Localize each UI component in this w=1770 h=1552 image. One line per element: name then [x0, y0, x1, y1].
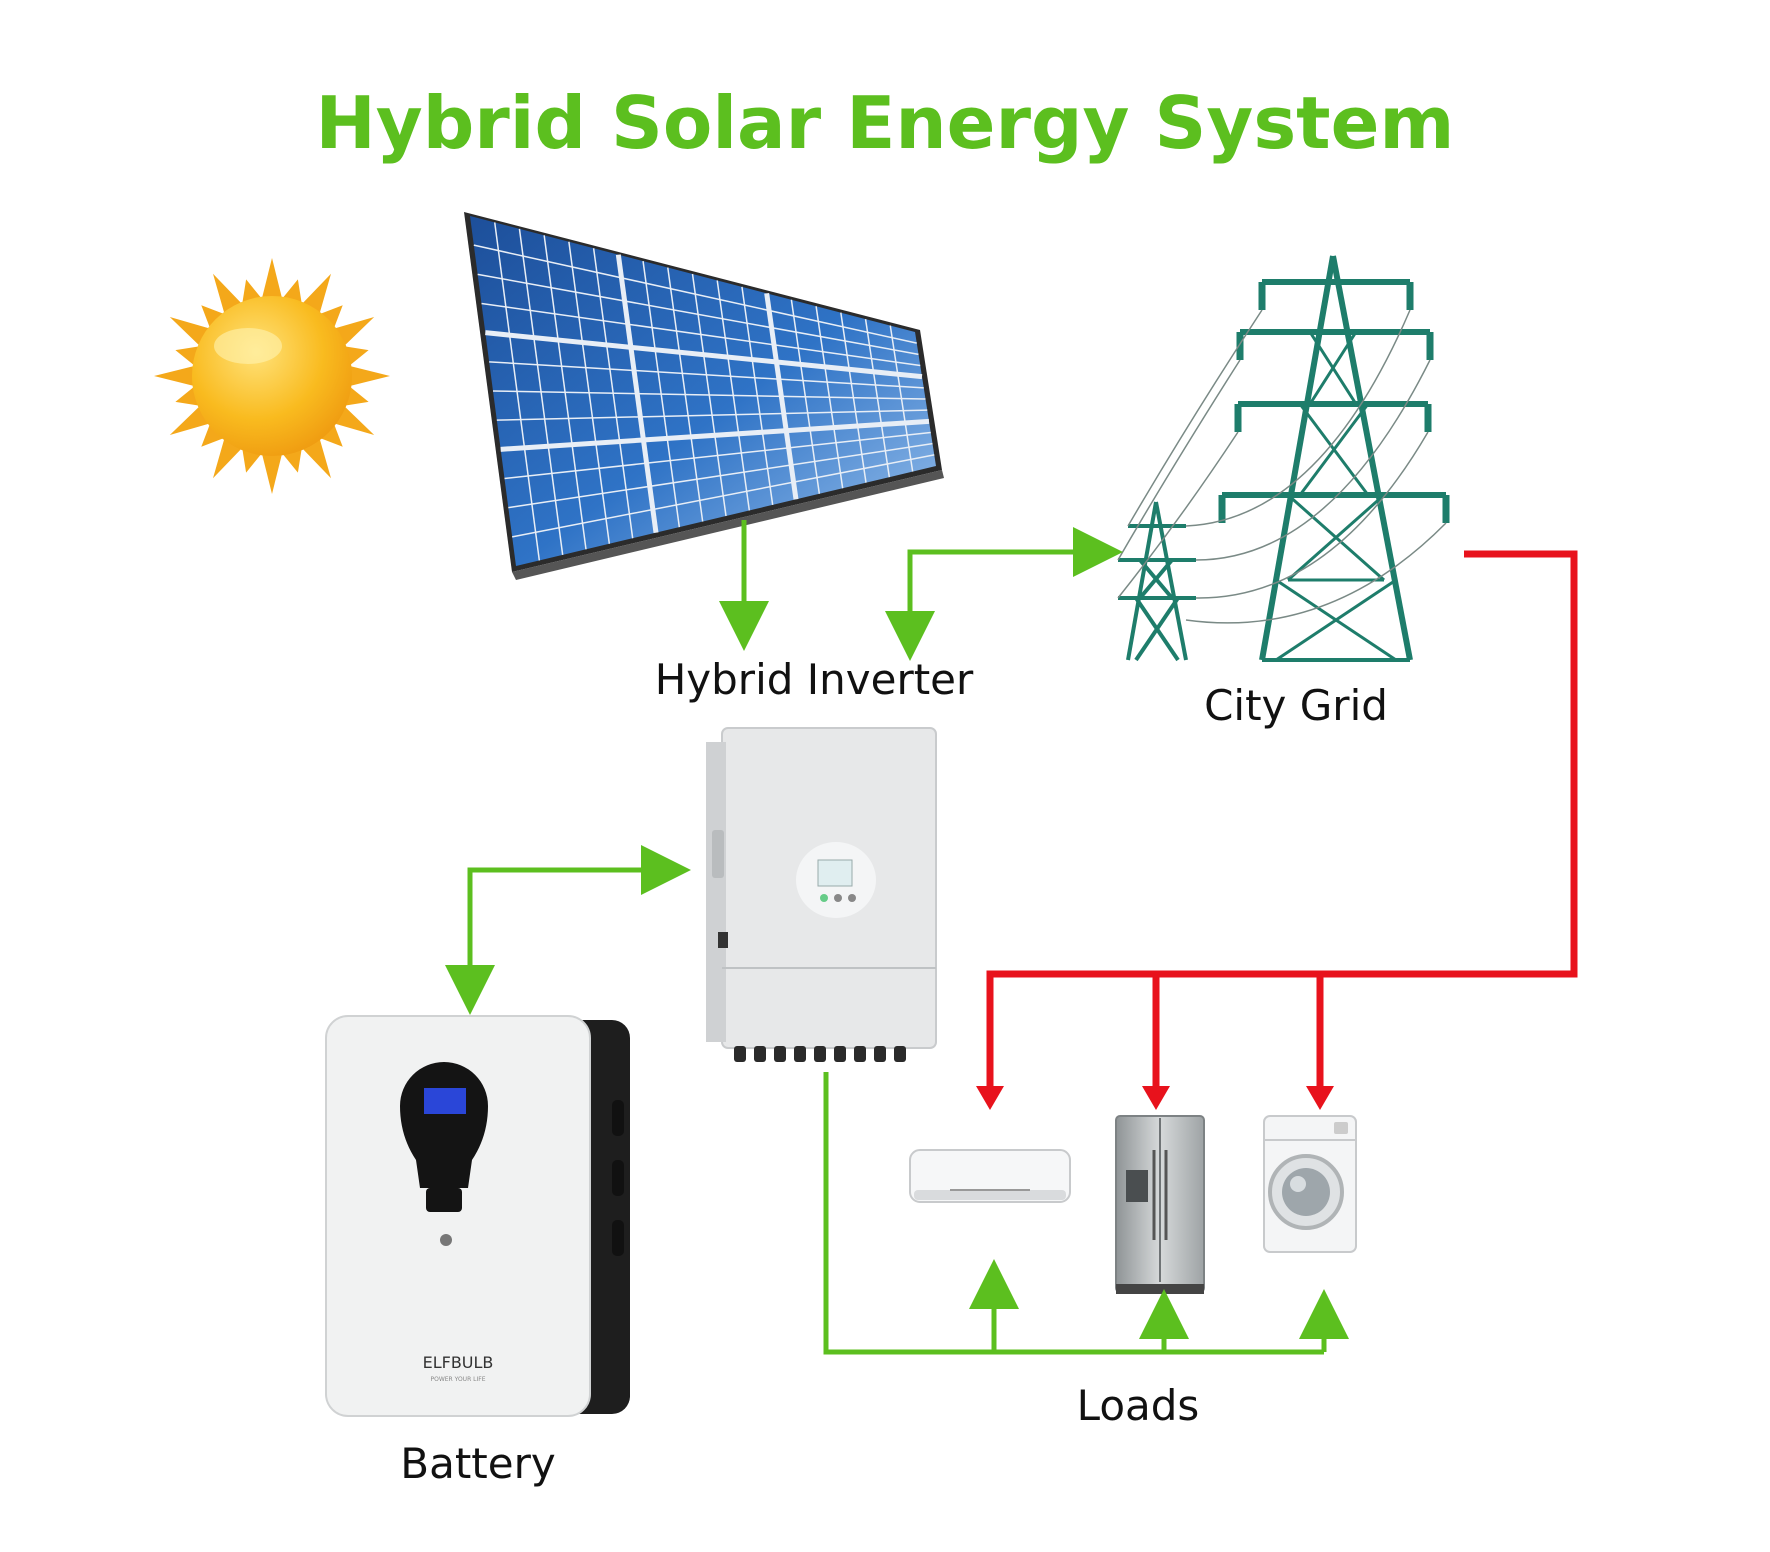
ac-flow-arrowheads [976, 1086, 1334, 1110]
label-loads: Loads [1077, 1381, 1200, 1430]
washing-machine-icon [1263, 1115, 1357, 1253]
hybrid-inverter-icon [706, 727, 937, 1062]
inverter-grid-arrow [907, 527, 1123, 640]
transmission-tower-icon [1117, 255, 1450, 662]
ac-flow-lines [986, 550, 1578, 1090]
refrigerator-icon [1115, 1115, 1205, 1294]
inverter-to-loads-line [823, 1072, 1324, 1355]
label-city-grid: City Grid [1204, 681, 1388, 730]
sun-icon [154, 258, 390, 494]
dc-flow-lines [445, 520, 1349, 1355]
battery-icon: ELFBULB POWER YOUR LIFE [325, 1015, 630, 1417]
solar-panel-icon [464, 212, 944, 580]
label-hybrid-inverter: Hybrid Inverter [655, 655, 974, 704]
battery-brand-tagline: POWER YOUR LIFE [430, 1376, 485, 1383]
air-conditioner-icon [909, 1149, 1071, 1203]
battery-brand-logo: ELFBULB [423, 1353, 494, 1372]
label-battery: Battery [400, 1439, 555, 1488]
battery-inverter-arrow [467, 845, 691, 990]
diagram-title: Hybrid Solar Energy System [316, 81, 1455, 165]
